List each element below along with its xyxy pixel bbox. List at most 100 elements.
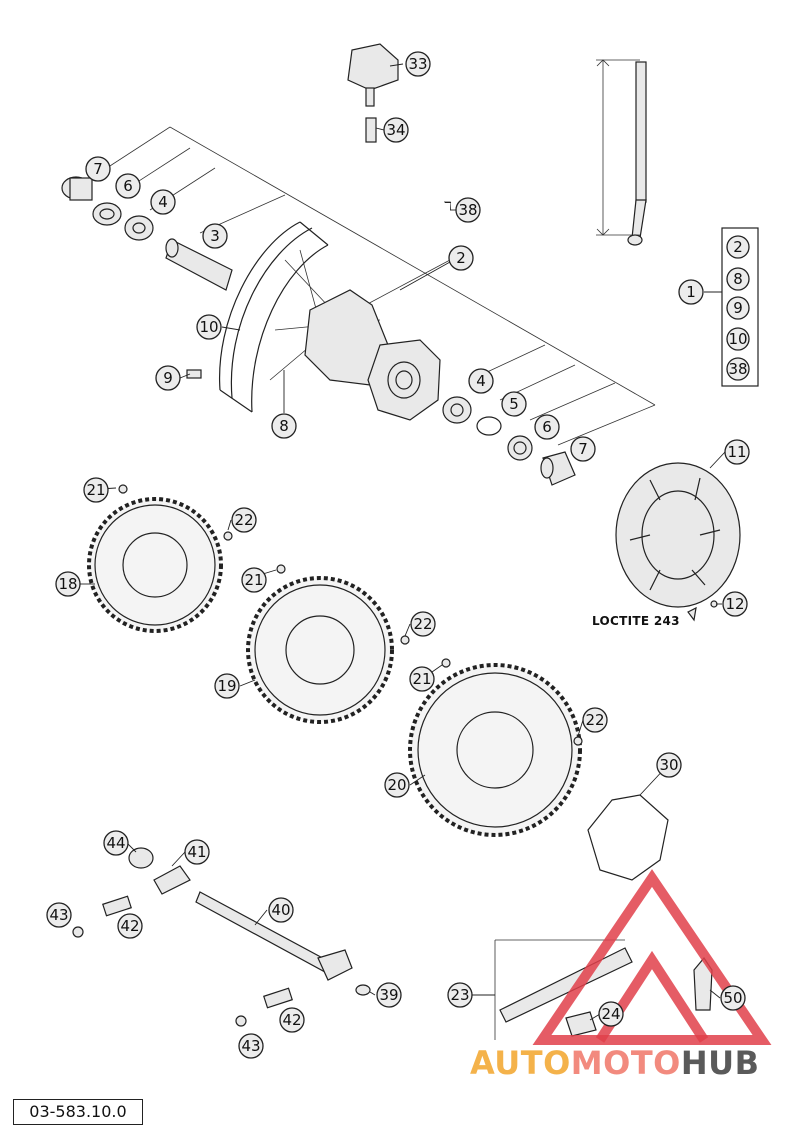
callout-6-left: 6 (115, 173, 141, 199)
svg-text:38: 38 (458, 201, 477, 219)
svg-text:10: 10 (728, 330, 747, 348)
svg-text:39: 39 (379, 986, 398, 1004)
svg-text:43: 43 (241, 1037, 260, 1055)
svg-text:22: 22 (413, 615, 432, 633)
svg-text:2: 2 (456, 249, 466, 267)
callout-43-b: 43 (238, 1033, 264, 1059)
callout-2: 2 (448, 245, 474, 271)
callout-10: 10 (196, 314, 222, 340)
svg-text:10: 10 (199, 318, 218, 336)
chain-parts (494, 939, 713, 1040)
kit-item-38: 38 (726, 357, 750, 381)
svg-text:21: 21 (412, 670, 431, 688)
callout-1: 1 (678, 279, 704, 305)
svg-text:33: 33 (408, 55, 427, 73)
valve-cap-part (347, 43, 399, 143)
svg-text:9: 9 (733, 299, 743, 317)
svg-text:ℸ: ℸ (444, 199, 452, 213)
brake-disc-part (615, 462, 741, 622)
kit-item-8: 8 (726, 267, 750, 291)
callout-42-a: 42 (117, 913, 143, 939)
svg-text:5: 5 (509, 395, 519, 413)
svg-text:20: 20 (387, 776, 406, 794)
svg-text:6: 6 (542, 418, 552, 436)
right-axle-parts (186, 369, 576, 486)
callout-33: 33 (405, 51, 431, 77)
svg-text:4: 4 (476, 372, 486, 390)
kit-item-9: 9 (726, 296, 750, 320)
svg-text:6: 6 (123, 177, 133, 195)
svg-text:21: 21 (244, 571, 263, 589)
callout-43-a: 43 (46, 902, 72, 928)
rim-part (218, 221, 329, 413)
svg-text:30: 30 (659, 756, 678, 774)
svg-text:24: 24 (601, 1005, 620, 1023)
spoke-part (596, 59, 647, 246)
callout-50: 50 (720, 985, 746, 1011)
callout-39: 39 (376, 982, 402, 1008)
callout-3: 3 (202, 223, 228, 249)
callout-6-right: 6 (534, 414, 560, 440)
callout-21-c: 21 (409, 666, 435, 692)
callout-21-b: 21 (241, 567, 267, 593)
watermark-moto: MOTO (570, 1044, 681, 1082)
svg-text:9: 9 (163, 369, 173, 387)
callout-20: 20 (384, 772, 410, 798)
callout-4-left: 4 (150, 189, 176, 215)
svg-text:2: 2 (733, 238, 743, 256)
sprocket-19 (246, 564, 410, 724)
svg-text:38: 38 (728, 360, 747, 378)
callout-11: 11 (724, 439, 750, 465)
svg-text:42: 42 (282, 1011, 301, 1029)
left-axle-parts (61, 176, 233, 291)
svg-text:43: 43 (49, 906, 68, 924)
callout-22-c: 22 (582, 707, 608, 733)
callout-8: 8 (271, 413, 297, 439)
callout-30: 30 (656, 752, 682, 778)
svg-text:22: 22 (585, 711, 604, 729)
callout-40: 40 (268, 897, 294, 923)
diagram-code: 03-583.10.0 (13, 1099, 143, 1125)
svg-text:21: 21 (86, 481, 105, 499)
kit-contents-box (721, 227, 759, 387)
callout-19: 19 (214, 673, 240, 699)
svg-text:41: 41 (187, 843, 206, 861)
callout-7-right: 7 (570, 436, 596, 462)
svg-text:19: 19 (217, 677, 236, 695)
hub-part (269, 249, 441, 421)
callout-42-b: 42 (279, 1007, 305, 1033)
svg-text:3: 3 (210, 227, 220, 245)
callout-22-a: 22 (231, 507, 257, 533)
callout-4-right: 4 (468, 368, 494, 394)
callout-7-left: 7 (85, 156, 111, 182)
svg-text:50: 50 (723, 989, 742, 1007)
kit-item-2: 2 (726, 235, 750, 259)
svg-text:7: 7 (93, 160, 103, 178)
kit-item-10: 10 (726, 327, 750, 351)
sprocket-gasket-part (587, 794, 669, 881)
callout-9: 9 (155, 365, 181, 391)
svg-text:8: 8 (279, 417, 289, 435)
svg-text:4: 4 (158, 193, 168, 211)
callout-24: 24 (598, 1001, 624, 1027)
svg-text:23: 23 (450, 986, 469, 1004)
watermark-hub: HUB (680, 1044, 760, 1082)
callout-18: 18 (55, 571, 81, 597)
callout-5: 5 (501, 391, 527, 417)
svg-text:12: 12 (725, 595, 744, 613)
rear-axle-parts (72, 847, 371, 1027)
sprocket-18 (87, 484, 233, 633)
callout-21-a: 21 (83, 477, 109, 503)
callout-12: 12 (722, 591, 748, 617)
svg-text:22: 22 (234, 511, 253, 529)
callout-44: 44 (103, 830, 129, 856)
sprocket-20 (408, 658, 583, 837)
svg-text:42: 42 (120, 917, 139, 935)
callout-23: 23 (447, 982, 473, 1008)
watermark-auto: AUTO (470, 1044, 571, 1082)
svg-text:18: 18 (58, 575, 77, 593)
svg-text:11: 11 (727, 443, 746, 461)
callout-22-b: 22 (410, 611, 436, 637)
callout-34: 34 (383, 117, 409, 143)
